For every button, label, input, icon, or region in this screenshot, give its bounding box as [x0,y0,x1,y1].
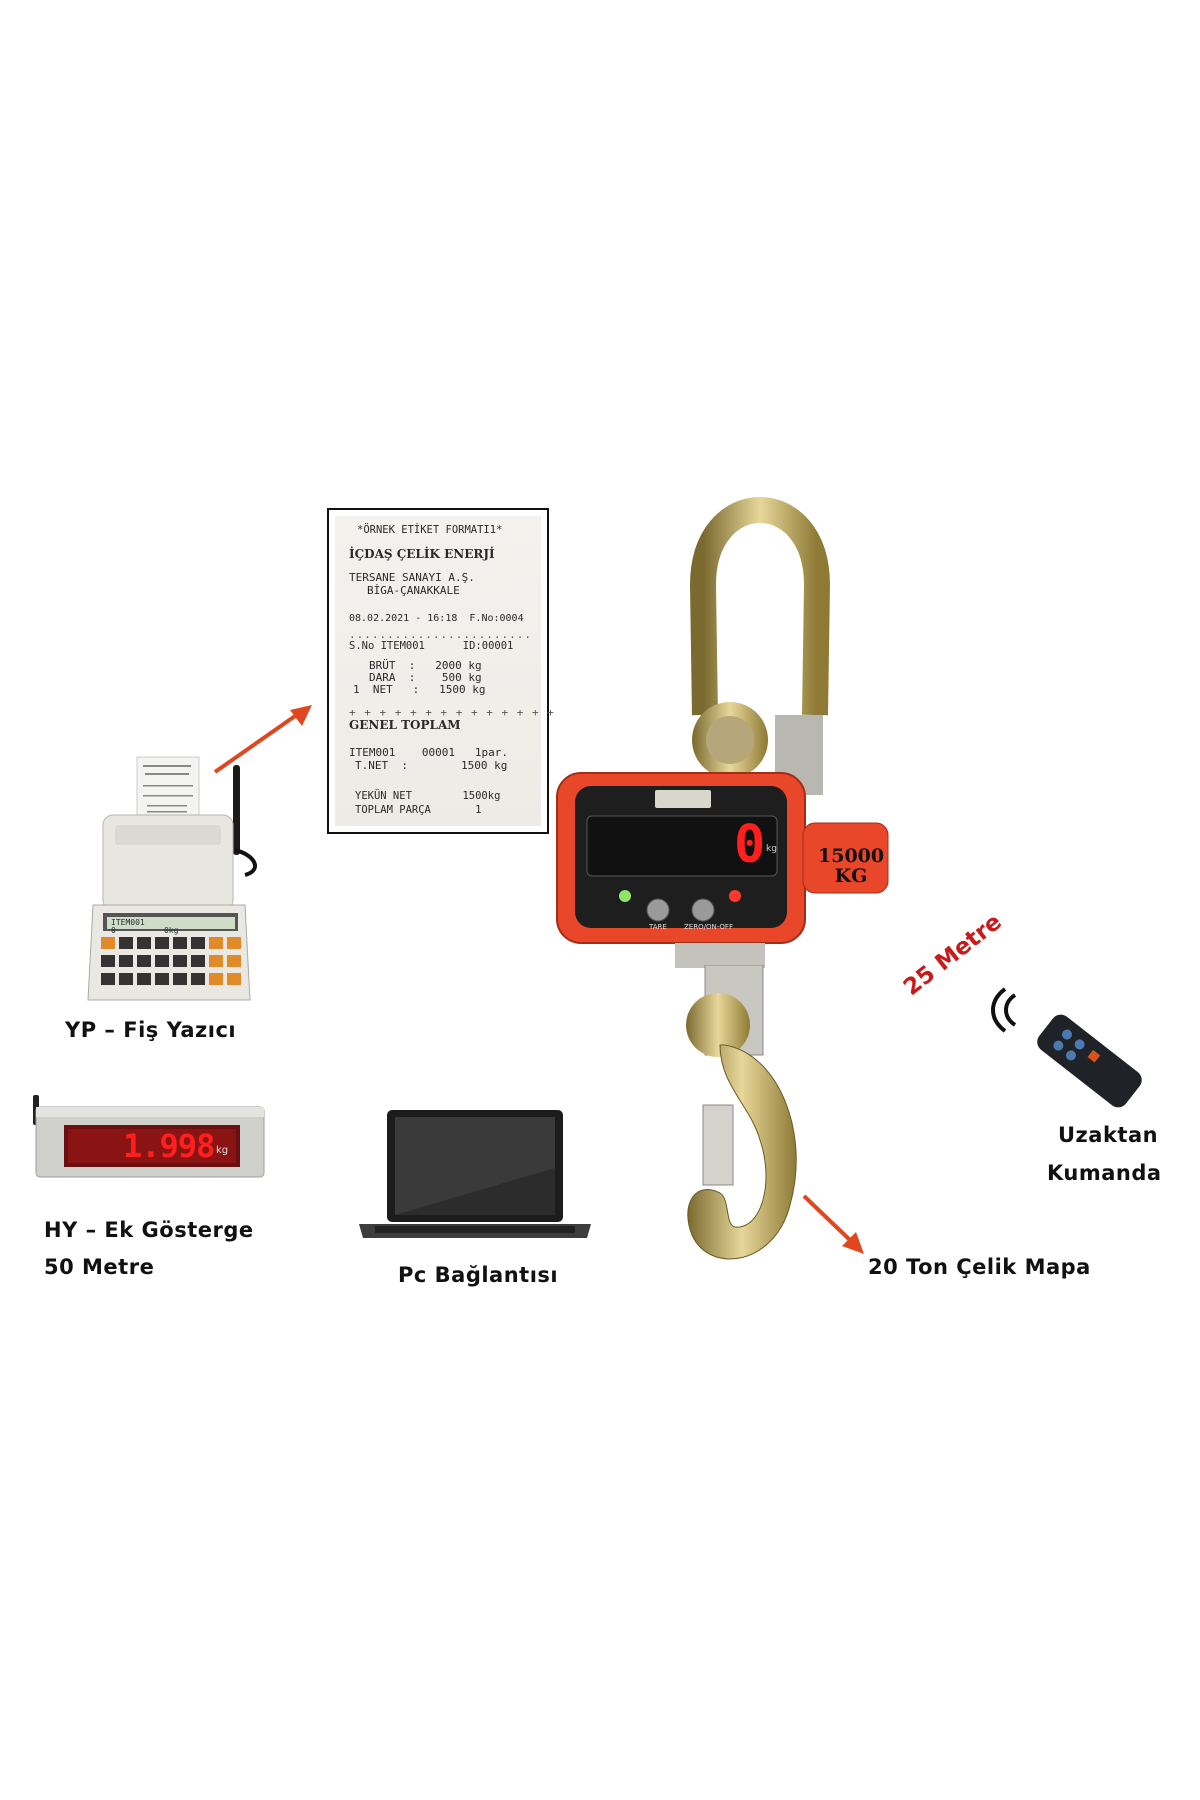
extra-display-value: 1.998 [123,1127,215,1165]
crane-scale-body [556,772,889,968]
receipt-printer: ITEM001 0 0kg [85,755,265,1005]
signal-icon [991,987,1017,1033]
arrow-icon [213,705,312,774]
remote-caption-2: Kumanda [1047,1161,1162,1185]
crane-display-unit: kg [766,844,777,854]
printer-display-line1: ITEM001 [111,918,145,927]
pc-caption: Pc Bağlantısı [398,1263,559,1287]
receipt-total-title: GENEL TOPLAM [349,718,461,732]
capacity-value: 15000 [818,845,885,867]
receipt-total-net: T.NET : 1500 kg [355,759,508,772]
receipt-address-2: BİGA-ÇANAKKALE [367,584,460,597]
extra-display-unit: kg [216,1145,229,1156]
display-caption-2: 50 Metre [44,1255,155,1279]
capacity-unit: KG [834,865,868,887]
tare-button[interactable]: TARE [649,923,667,931]
receipt-paper: *ÖRNEK ETİKET FORMATI1* İÇDAŞ ÇELİK ENER… [335,516,554,826]
remote-control-icon[interactable] [1015,1005,1145,1125]
receipt-sample: *ÖRNEK ETİKET FORMATI1* İÇDAŞ ÇELİK ENER… [327,508,554,834]
extra-display-icon [33,1095,265,1178]
receipt-plus-divider: + + + + + + + + + + + + + + [349,706,555,719]
display-caption-1: HY – Ek Gösterge [44,1218,254,1242]
zero-button[interactable]: ZERO/ON-OFF [684,923,733,931]
receipt-address-1: TERSANE SANAYI A.Ş. [349,571,475,584]
receipt-tare: DARA : 500 kg [369,671,482,684]
printer-display: ITEM001 0 0kg [111,919,178,935]
shackle-icon [689,497,831,795]
receipt-company: İÇDAŞ ÇELİK ENERJİ [349,547,495,561]
printer-icon [87,756,257,1001]
receipt-grand-net: YEKÜN NET 1500kg [355,790,501,802]
capacity-label: 15000 KG [818,846,884,886]
remote-caption-1: Uzaktan [1058,1123,1159,1147]
receipt-gross: BRÜT : 2000 kg [369,659,482,672]
laptop-icon [359,1110,591,1238]
arrow-icon [802,1194,864,1254]
receipt-total-item: ITEM001 00001 1par. [349,746,508,759]
hook-caption: 20 Ton Çelik Mapa [868,1255,1091,1279]
hook-icon [686,965,797,1260]
extra-display: 1.998 kg [28,1095,266,1185]
printer-caption: YP – Fiş Yazıcı [65,1018,237,1042]
receipt-net: 1 NET : 1500 kg [353,683,486,696]
receipt-header: *ÖRNEK ETİKET FORMATI1* [357,524,503,536]
crane-display-value: 0 [734,815,766,875]
receipt-date: 08.02.2021 - 16:18 F.No:0004 [349,613,524,624]
printer-display-line2: 0 0kg [111,926,179,935]
receipt-divider: ........................ [349,628,532,641]
receipt-piece-count: TOPLAM PARÇA 1 [355,804,482,816]
receipt-item-id: S.No ITEM001 ID:00001 [349,640,514,652]
